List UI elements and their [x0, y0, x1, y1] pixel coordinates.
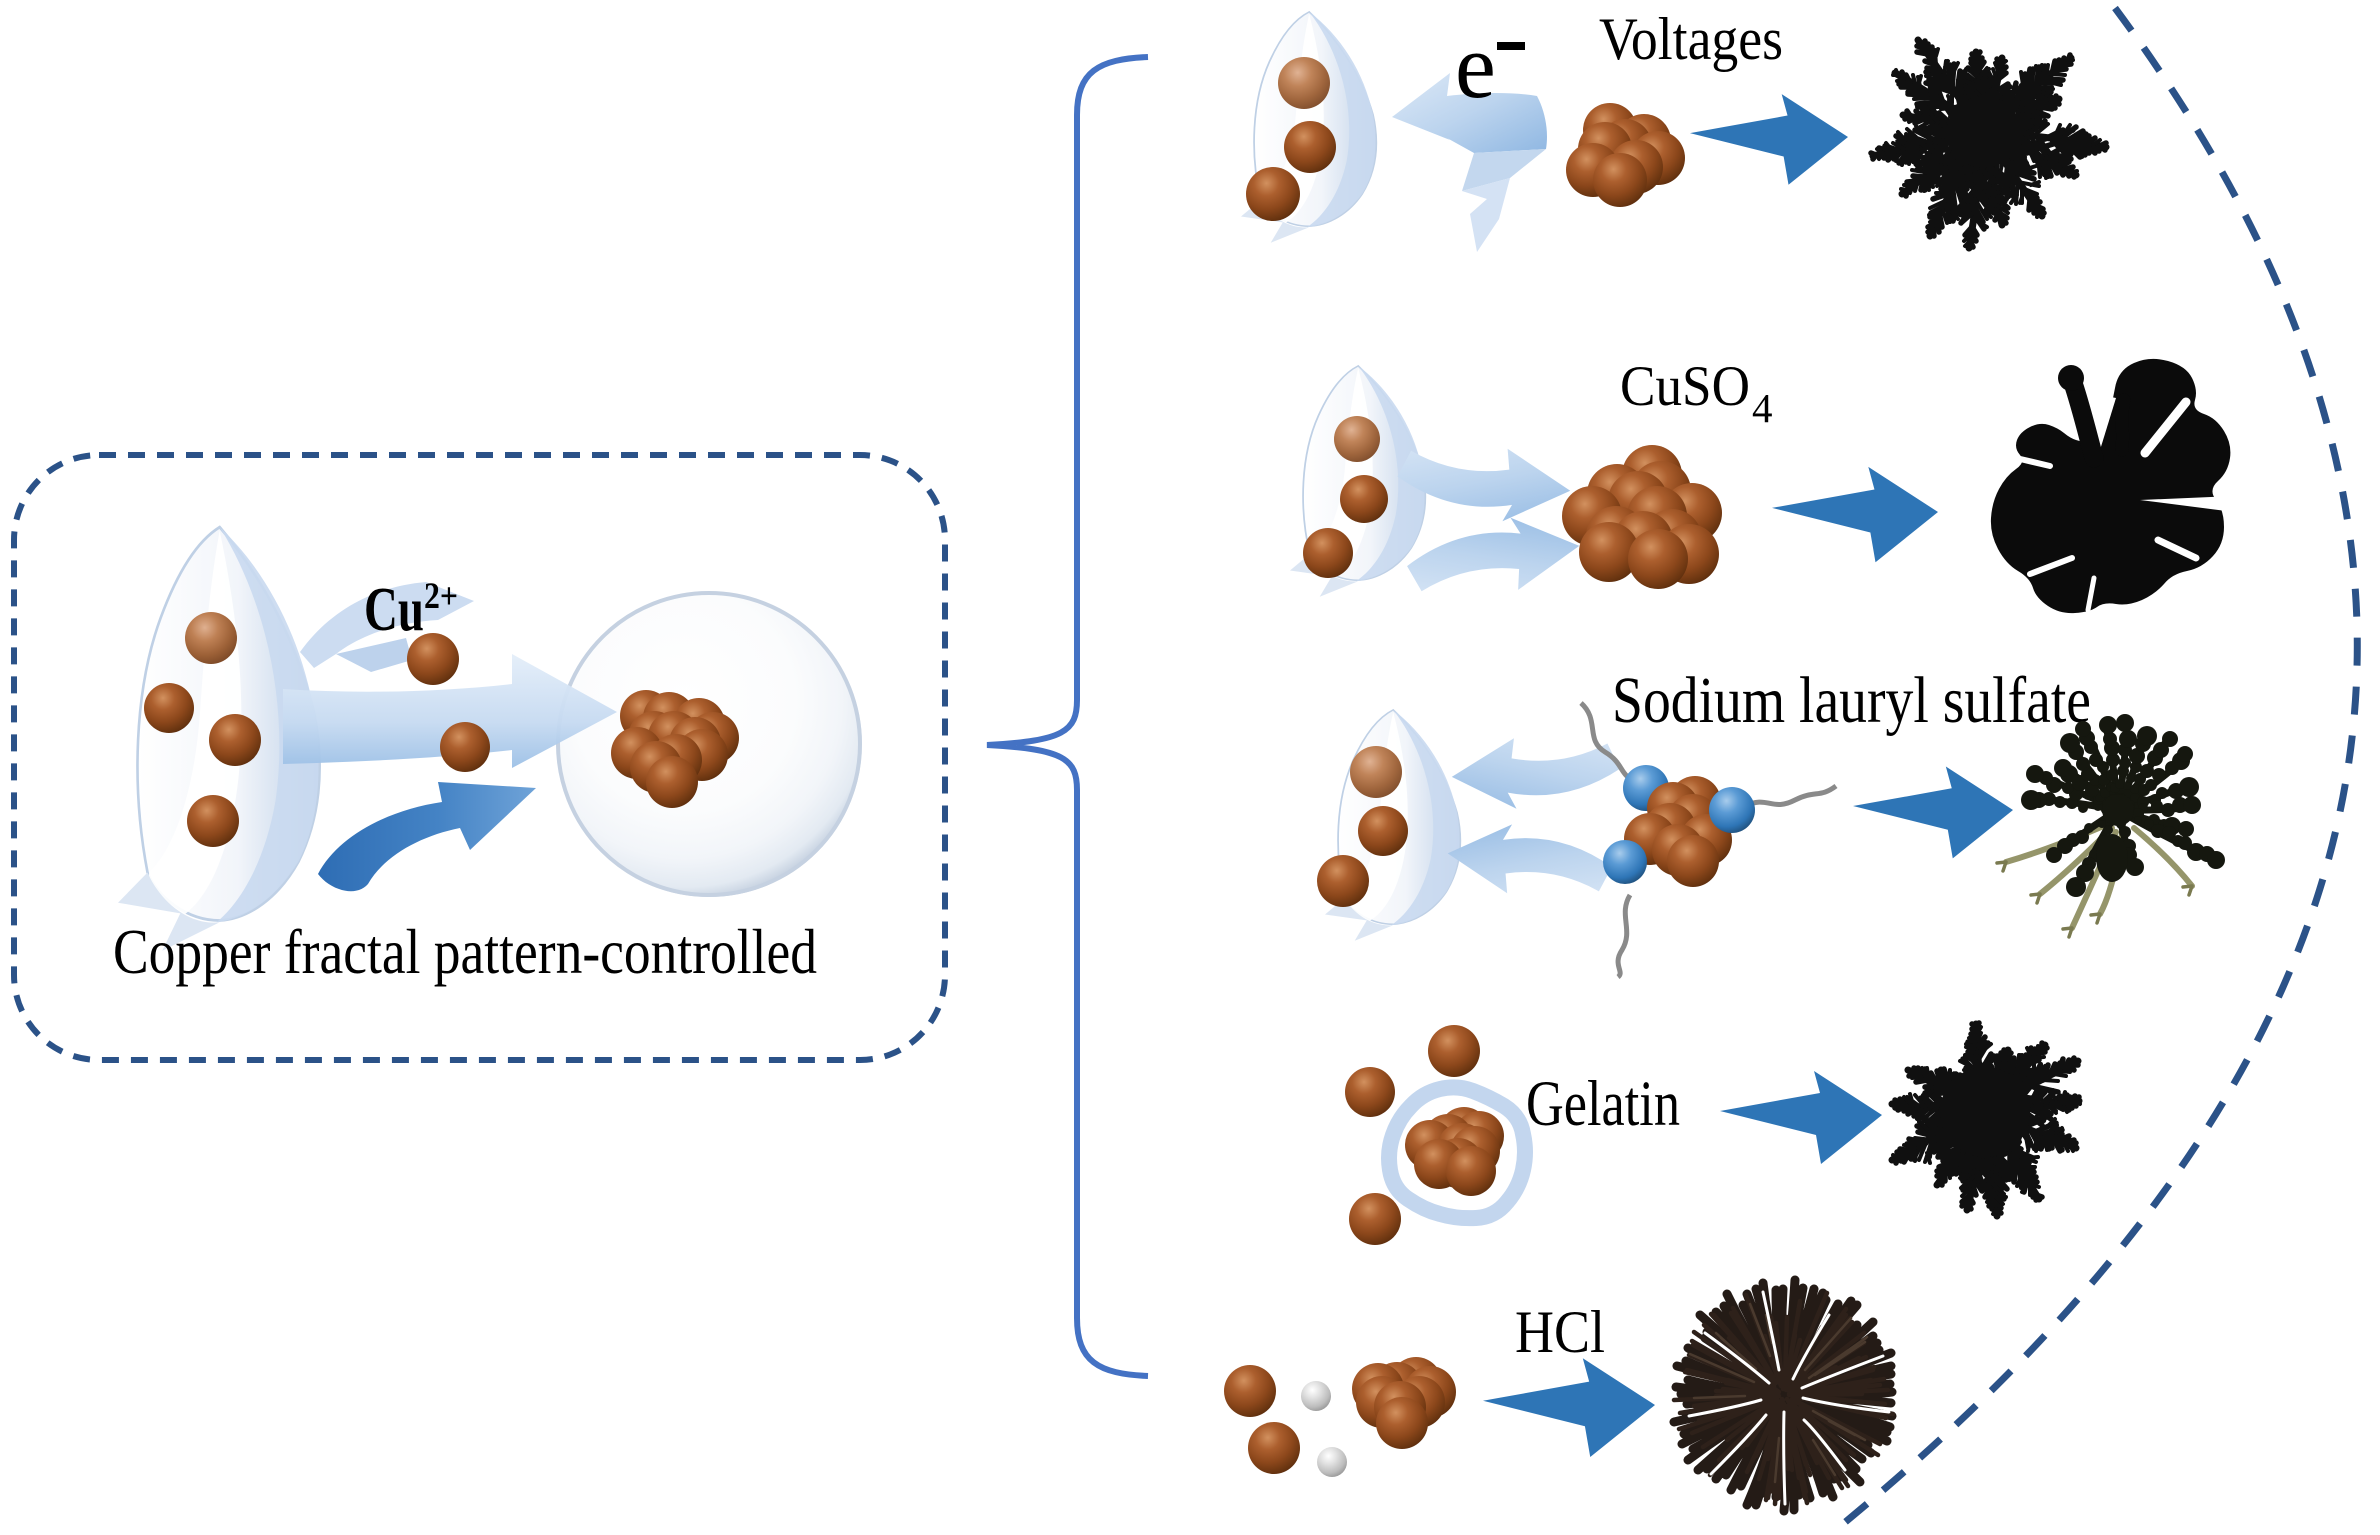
svg-text:4: 4	[1752, 385, 1773, 431]
svg-text:CuSO: CuSO	[1620, 355, 1750, 418]
svg-text:Sodium lauryl sulfate: Sodium lauryl sulfate	[1612, 664, 2091, 737]
svg-text:Gelatin: Gelatin	[1526, 1068, 1680, 1140]
svg-text:e: e	[1455, 15, 1496, 117]
svg-text:Copper fractal pattern-control: Copper fractal pattern-controlled	[113, 917, 817, 987]
svg-text:2+: 2+	[424, 576, 458, 617]
svg-text:HCl: HCl	[1515, 1299, 1605, 1365]
svg-text:Cu: Cu	[364, 576, 424, 644]
svg-text:Voltages: Voltages	[1599, 6, 1783, 72]
